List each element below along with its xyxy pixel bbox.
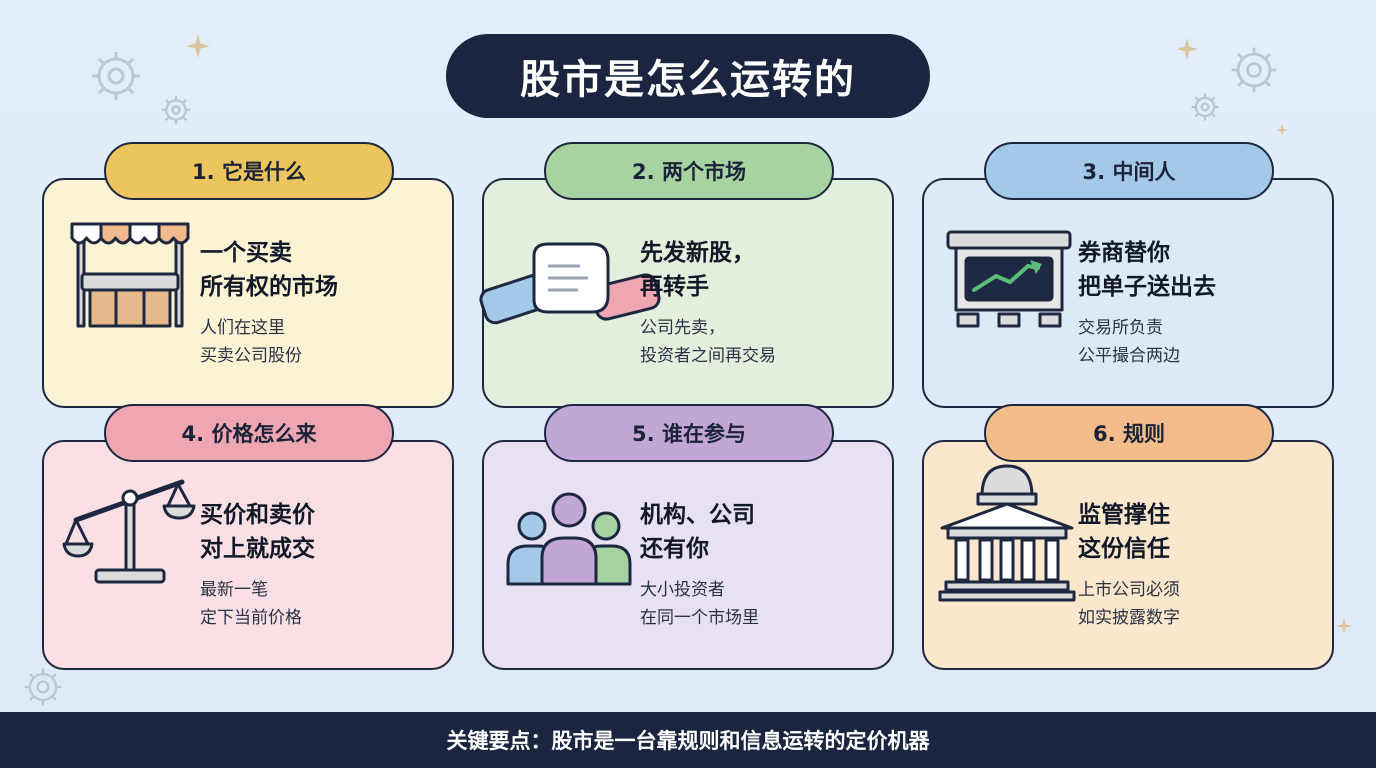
sparkle-icon [1336,618,1352,634]
key-takeaway-footer: 关键要点：股市是一台靠规则和信息运转的定价机器 [0,712,1376,768]
card-heading: 买价和卖价对上就成交 [200,502,315,562]
card-tab-how-price-forms: 4. 价格怎么来 [104,404,394,462]
card-body: 人们在这里买卖公司股份 [200,318,302,366]
card-body: 交易所负责公平撮合两边 [1078,318,1180,366]
card-tab-who-participates: 5. 谁在参与 [544,404,834,462]
market-stall-icon [70,222,190,328]
balance-scale-icon [62,479,196,584]
card-tab-middleman: 3. 中间人 [984,142,1274,200]
gear-icon [1191,93,1219,121]
handshake-icon [479,242,661,325]
government-building-icon [938,464,1076,602]
card-heading: 一个买卖所有权的市场 [200,240,338,300]
card-tab-what-it-is: 1. 它是什么 [104,142,394,200]
card-heading: 券商替你把单子送出去 [1078,240,1216,300]
card-body: 公司先卖，投资者之间再交易 [640,318,776,366]
gear-icon [1231,47,1277,93]
gear-icon [161,95,191,125]
card-body: 上市公司必须如实披露数字 [1078,580,1180,628]
gear-icon [24,668,62,706]
sparkle-icon [186,34,210,58]
page-title: 股市是怎么运转的 [446,34,930,118]
trading-monitor-icon [946,230,1072,328]
sparkle-icon [1176,38,1198,60]
card-how-price-forms [42,440,454,670]
card-heading: 先发新股，再转手 [640,240,755,300]
gear-icon [92,52,140,100]
card-body: 大小投资者在同一个市场里 [640,580,759,628]
sparkle-icon [1276,124,1288,136]
card-heading: 监管撑住这份信任 [1078,502,1170,562]
people-group-icon [506,492,632,586]
card-tab-two-markets: 2. 两个市场 [544,142,834,200]
card-heading: 机构、公司还有你 [640,502,755,562]
card-tab-rules: 6. 规则 [984,404,1274,462]
card-body: 最新一笔定下当前价格 [200,580,302,628]
